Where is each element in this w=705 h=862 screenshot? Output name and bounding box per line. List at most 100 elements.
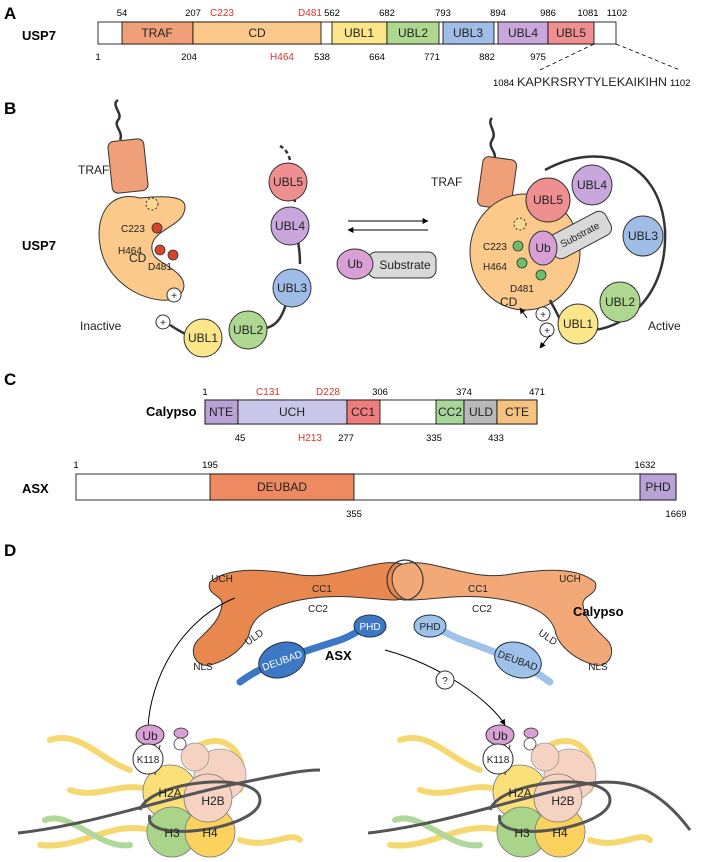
question-mark: ? — [442, 676, 448, 687]
active-state-label: Active — [648, 319, 681, 333]
calypso-num: 306 — [372, 387, 388, 398]
inactive-ubl5-label: UBL5 — [273, 175, 303, 189]
asx-label-phd: PHD — [645, 480, 671, 494]
nucleosome-left: Ub K118 H2A H2B H3 H4 — [17, 724, 321, 858]
inactive-ubl1-label: UBL1 — [188, 331, 218, 345]
usp7-label-cd: CD — [248, 26, 266, 40]
asx-num: 1 — [73, 460, 78, 471]
usp7-num: 54 — [117, 8, 128, 19]
calypso-num: 277 — [338, 433, 354, 444]
active-cd-label: CD — [500, 295, 518, 309]
d-calypso-cc2-right: CC2 — [472, 604, 492, 615]
inactive-ubl2-label: UBL2 — [233, 323, 263, 337]
calypso-domain-bar: NTE UCH CC1 CC2 ULD CTE — [204, 399, 538, 425]
active-ubl3-label: UBL3 — [628, 229, 658, 243]
inactive-traf-label: TRAF — [78, 163, 109, 177]
usp7-name: USP7 — [22, 28, 56, 43]
active-ubl5-label: UBL5 — [533, 193, 563, 207]
usp7-num: 207 — [185, 8, 201, 19]
question-icon — [435, 670, 455, 690]
calypso-asx-complex: UCH CC1 CC2 ULD NLS UCH CC1 CC2 ULD NLS … — [192, 559, 624, 686]
usp7-num: 1102 — [607, 8, 627, 19]
usp7-label-ubl2: UBL2 — [398, 26, 428, 40]
active-ub-label: Ub — [535, 241, 551, 255]
calypso-num: 1 — [202, 387, 207, 398]
panel-label-a: A — [4, 4, 16, 23]
d-calypso-uch-right: UCH — [559, 574, 581, 585]
calypso-num: 471 — [529, 387, 545, 398]
asx-num: 355 — [346, 509, 362, 520]
active-residue-d481: D481 — [510, 284, 534, 295]
d-calypso-nls-right: NLS — [588, 662, 608, 673]
d-asx-phd-left: PHD — [359, 622, 380, 633]
d-calypso-label: Calypso — [573, 604, 624, 619]
d-calypso-uch-left: UCH — [211, 574, 233, 585]
usp7-num: 1 — [95, 52, 100, 63]
calypso-label-cte: CTE — [505, 405, 529, 419]
d-asx-label: ASX — [325, 648, 352, 663]
right-h4-label: H4 — [552, 826, 568, 840]
panel-b-usp7-label: USP7 — [22, 238, 56, 253]
calypso-num: 335 — [426, 433, 442, 444]
right-h2b-label: H2B — [551, 794, 574, 808]
usp7-num: 204 — [181, 52, 197, 63]
usp7-num: 986 — [540, 8, 556, 19]
active-ubl4-label: UBL4 — [577, 178, 607, 192]
left-ub-label: Ub — [142, 729, 158, 743]
usp7-num: 664 — [369, 52, 385, 63]
active-traf-label: TRAF — [431, 175, 462, 189]
usp7-label-ubl3: UBL3 — [453, 26, 483, 40]
calypso-residue-d228: D228 — [316, 387, 340, 398]
usp7-residue-h464: H464 — [270, 52, 294, 63]
inactive-cd-label: CD — [129, 251, 147, 265]
plus-icon: + — [171, 291, 177, 302]
usp7-tail-zoom: 1084 KAPKRSRYTYLEKAIKIHN 1102 — [493, 43, 690, 89]
asx-num: 1669 — [665, 509, 686, 520]
usp7-num: 975 — [530, 52, 546, 63]
usp7-domain-ubl5 — [547, 21, 595, 45]
usp7-domain-cd — [192, 21, 322, 45]
d-calypso-cc2-left: CC2 — [308, 604, 328, 615]
d-calypso-cc1-left: CC1 — [312, 584, 332, 595]
left-h2b-label: H2B — [201, 794, 224, 808]
usp7-bottom-numbers: 1 204 538 664 771 882 975 H464 — [95, 52, 546, 63]
calypso-domain-uld — [463, 399, 498, 425]
usp7-domain-bar: TRAF CD UBL1 UBL2 UBL3 UBL4 UBL5 — [97, 21, 617, 45]
asx-num: 1632 — [634, 460, 655, 471]
asx-domain-bar: DEUBAD PHD 1 195 1632 355 1669 — [73, 460, 686, 520]
active-residue-h464: H464 — [483, 262, 507, 273]
usp7-label-traf: TRAF — [141, 26, 172, 40]
asx-num: 195 — [202, 460, 218, 471]
inactive-ubl4-label: UBL4 — [275, 219, 305, 233]
panel-label-c: C — [4, 370, 16, 389]
calypso-name: Calypso — [146, 404, 197, 419]
usp7-num: 771 — [424, 52, 440, 63]
calypso-domain-cc1 — [346, 399, 381, 425]
inhibition-arrow — [143, 597, 236, 729]
plus-icon: + — [540, 310, 546, 321]
usp7-tail-sequence: KAPKRSRYTYLEKAIKIHN — [517, 75, 667, 89]
calypso-num: 433 — [488, 433, 504, 444]
inactive-ubl3-label: UBL3 — [277, 281, 307, 295]
d-calypso-cc1-right: CC1 — [468, 584, 488, 595]
inactive-residue-h464: H464 — [118, 246, 142, 257]
usp7-num: 682 — [379, 8, 395, 19]
inactive-residue-c223: C223 — [121, 224, 145, 235]
calypso-label-cc2: CC2 — [438, 405, 462, 419]
d-calypso-nls-left: NLS — [193, 662, 213, 673]
usp7-label-ubl4: UBL4 — [508, 26, 538, 40]
usp7-domain-ubl2 — [386, 21, 440, 45]
calypso-domain-nte — [204, 399, 239, 425]
right-ub-label: Ub — [492, 729, 508, 743]
active-residue-c223: C223 — [483, 242, 507, 253]
plus-icon: + — [544, 326, 550, 337]
usp7-active-model: + + TRAF CD C223 H464 D481 Ub Substrate … — [431, 117, 681, 349]
left-h2a-label: H2A — [158, 786, 181, 800]
free-substrate-label: Substrate — [379, 258, 431, 272]
free-ub-label: Ub — [347, 257, 363, 271]
right-h3-label: H3 — [514, 826, 530, 840]
right-h2a-label: H2A — [508, 786, 531, 800]
asx-label-deubad: DEUBAD — [257, 480, 307, 494]
active-ubl2-label: UBL2 — [605, 295, 635, 309]
usp7-top-numbers: 54 207 562 682 793 894 986 1081 1102 C22… — [117, 8, 628, 19]
